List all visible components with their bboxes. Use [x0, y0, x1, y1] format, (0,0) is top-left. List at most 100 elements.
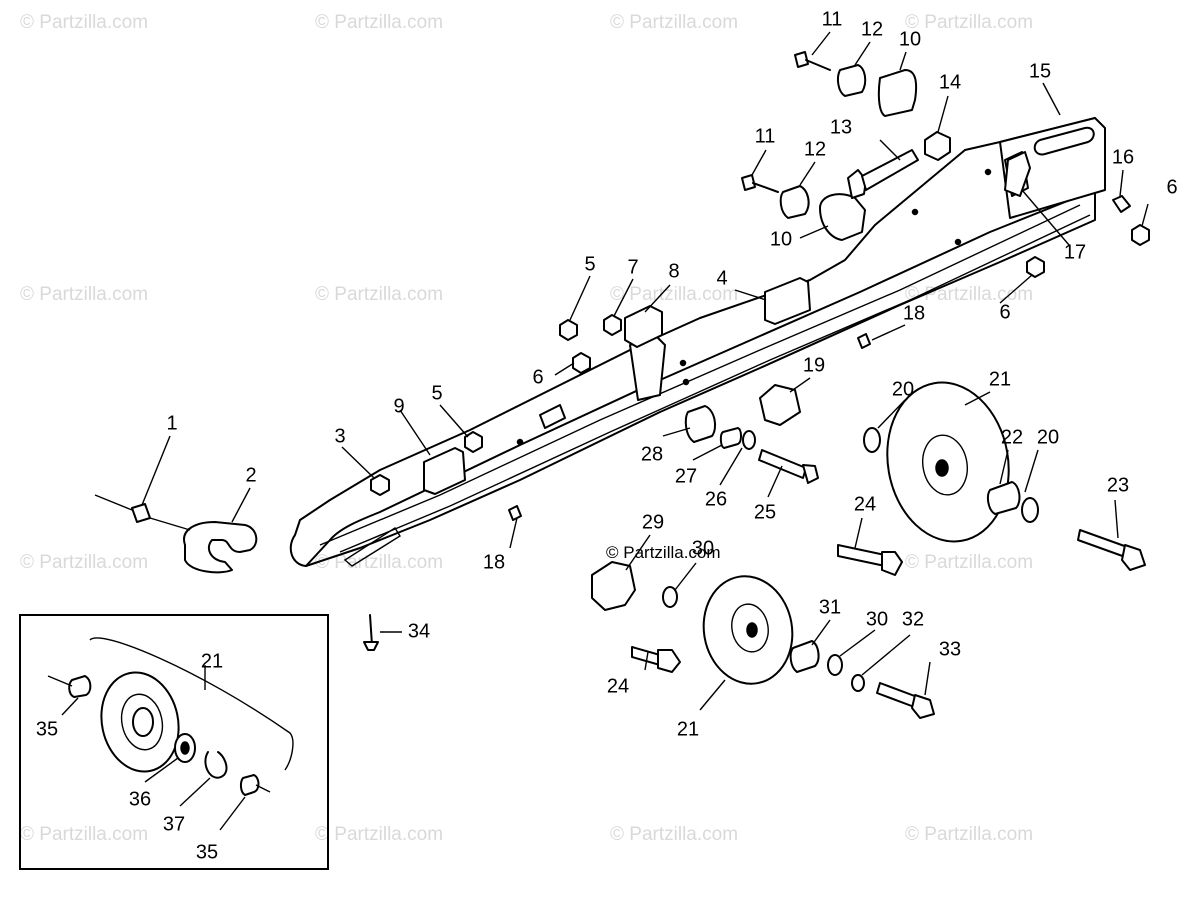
part-24-bolt [631, 646, 681, 673]
part-18-screw [857, 333, 871, 349]
watermark: © Partzilla.com [20, 824, 148, 845]
watermark: © Partzilla.com [20, 284, 148, 305]
callout-21: 21 [677, 718, 699, 740]
callout-20: 20 [892, 378, 914, 400]
callout-14: 14 [939, 71, 961, 93]
callout-21: 21 [989, 368, 1011, 390]
part-5-nut [464, 431, 483, 453]
callout-10: 10 [770, 228, 792, 250]
watermark: © Partzilla.com [315, 552, 443, 573]
part-4-slider [764, 277, 811, 325]
part-24-bolt [837, 544, 903, 576]
callout-4: 4 [716, 267, 727, 289]
watermark: © Partzilla.com [315, 284, 443, 305]
part-10-block [877, 69, 918, 117]
part-21-wheel [886, 381, 1010, 543]
watermark: © Partzilla.com [905, 12, 1033, 33]
part-17-clamp [1004, 151, 1031, 197]
part-11-bolt [741, 174, 779, 193]
callout-32: 32 [902, 608, 924, 630]
callout-18: 18 [483, 551, 505, 573]
part-11-bolt [794, 51, 831, 71]
part-6-nut [572, 352, 591, 374]
part-20-washer [1021, 497, 1039, 523]
watermark: © Partzilla.com [610, 824, 738, 845]
callout-3: 3 [334, 425, 345, 447]
callout-35: 35 [196, 841, 218, 863]
callout-22: 22 [1001, 426, 1023, 448]
watermark: © Partzilla.com [20, 12, 148, 33]
callout-24: 24 [607, 675, 629, 697]
callout-33: 33 [939, 638, 961, 660]
callout-30: 30 [866, 608, 888, 630]
callout-28: 28 [641, 443, 663, 465]
callout-20: 20 [1037, 426, 1059, 448]
callout-12: 12 [861, 18, 883, 40]
callout-9: 9 [393, 395, 404, 417]
callout-31: 31 [819, 596, 841, 618]
part-29-mount [591, 561, 636, 611]
callout-23: 23 [1107, 474, 1129, 496]
callout-18: 18 [903, 302, 925, 324]
leader-lines [141, 31, 1149, 711]
watermark: © Partzilla.com [610, 284, 738, 305]
callout-15: 15 [1029, 60, 1051, 82]
callout-5: 5 [584, 253, 595, 275]
callout-11: 11 [822, 8, 843, 30]
callout-2: 2 [245, 464, 256, 486]
part-31-bushing [789, 640, 820, 673]
watermark: © Partzilla.com [905, 552, 1033, 573]
callout-30: 30 [692, 537, 714, 559]
callout-6: 6 [532, 366, 543, 388]
callout-12: 12 [804, 138, 826, 160]
callout-25: 25 [754, 501, 776, 523]
part-16-bolt [1112, 195, 1131, 213]
part-19-mount [759, 384, 801, 426]
part-26-washer [742, 430, 756, 450]
callout-37: 37 [163, 813, 185, 835]
part-12-bushing [836, 64, 867, 97]
callout-34: 34 [408, 620, 430, 642]
part-18-screw [508, 505, 522, 521]
part-21-wheel [702, 575, 794, 685]
part-2-ski-tip [183, 521, 258, 574]
callout-11: 11 [755, 125, 776, 147]
part-33-bolt [876, 682, 935, 719]
part-34-screw [363, 614, 379, 651]
watermark: © Partzilla.com [315, 824, 443, 845]
watermark: © Partzilla.com [905, 824, 1033, 845]
part-28-bushing [684, 405, 717, 443]
callout-7: 7 [627, 256, 638, 278]
part-22-bushing [986, 481, 1021, 515]
callout-16: 16 [1112, 146, 1134, 168]
detail-inset [19, 614, 329, 870]
part-25-bolt [758, 449, 819, 484]
watermark-layer: © Partzilla.com © Partzilla.com © Partzi… [20, 12, 1033, 845]
part-6-nut [1026, 256, 1045, 278]
callout-17: 17 [1064, 241, 1086, 263]
callout-6: 6 [1166, 176, 1177, 198]
watermark: © Partzilla.com [315, 12, 443, 33]
watermark: © Partzilla.com [20, 552, 148, 573]
part-13-bolt [847, 149, 919, 199]
callout-26: 26 [705, 488, 727, 510]
center-watermark: © Partzilla.com [606, 543, 721, 562]
part-23-bolt [1077, 529, 1146, 571]
callout-19: 19 [803, 354, 825, 376]
part-20-washer [863, 427, 881, 453]
callout-36: 36 [129, 788, 151, 810]
callout-6: 6 [999, 301, 1010, 323]
part-6-nut [1131, 224, 1150, 246]
part-9-slider [423, 447, 466, 495]
callout-10: 10 [899, 28, 921, 50]
callout-labels: 1 2 3 4 5 5 6 6 6 6 7 8 9 10 10 11 11 12… [36, 8, 1178, 863]
callout-1: 1 [166, 412, 177, 434]
part-3-nut [370, 474, 390, 496]
part-7-nut [603, 314, 622, 336]
part-32-nut [851, 674, 865, 692]
part-30-washer [827, 654, 843, 676]
callout-29: 29 [642, 511, 664, 533]
part-5-nut [559, 319, 578, 341]
callout-24: 24 [854, 493, 876, 515]
